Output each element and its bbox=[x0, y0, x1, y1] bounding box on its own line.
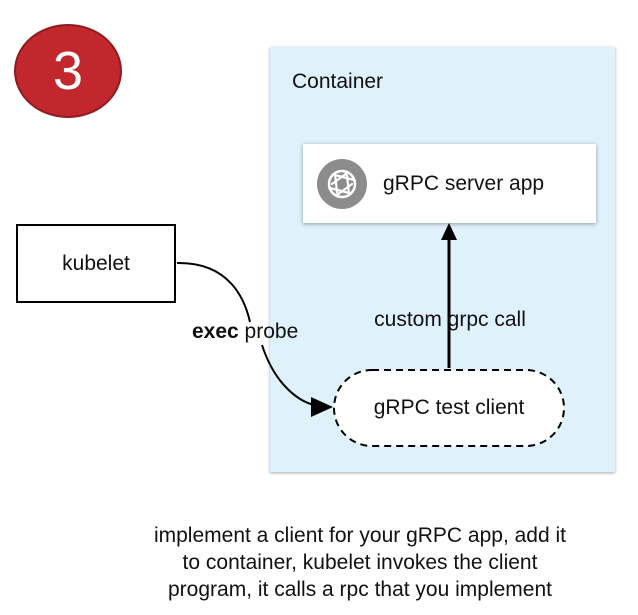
step-number: 3 bbox=[52, 41, 84, 101]
kubelet-label: kubelet bbox=[62, 251, 130, 275]
probe-word: probe bbox=[238, 320, 299, 343]
step-number-badge: 3 bbox=[14, 24, 122, 118]
grpc-server-app-label: gRPC server app bbox=[383, 171, 545, 195]
caption: implement a client for your gRPC app, ad… bbox=[120, 522, 600, 603]
caption-line: program, it calls a rpc that you impleme… bbox=[168, 578, 552, 601]
kubelet-node: kubelet bbox=[16, 224, 176, 303]
caption-line: to container, kubelet invokes the client bbox=[182, 551, 538, 574]
custom-grpc-call-arrowhead bbox=[441, 223, 457, 240]
grpc-server-app-node: gRPC server app bbox=[303, 144, 596, 223]
grpc-test-client-node bbox=[333, 369, 565, 447]
aperture-icon bbox=[317, 158, 367, 209]
container-label: Container bbox=[292, 70, 384, 93]
exec-probe-arrowhead bbox=[311, 397, 333, 417]
exec-probe-label: exec probe bbox=[192, 320, 298, 344]
grpc-test-client-label: gRPC test client bbox=[373, 396, 525, 419]
caption-line: implement a client for your gRPC app, ad… bbox=[153, 524, 567, 547]
custom-grpc-call-label: custom grpc call bbox=[374, 308, 526, 331]
exec-keyword: exec bbox=[192, 320, 239, 343]
